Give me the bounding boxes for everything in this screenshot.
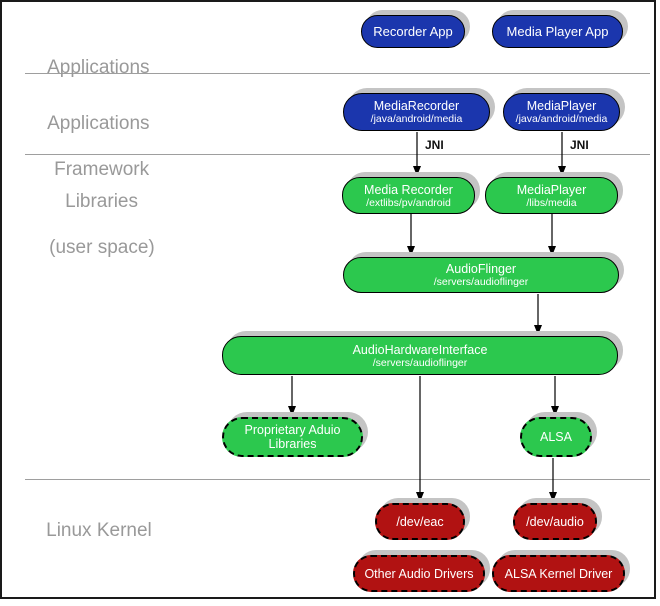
divider-libraries-kernel xyxy=(25,479,650,480)
node-other-audio-drivers-title: Other Audio Drivers xyxy=(364,566,474,581)
jni-label-left: JNI xyxy=(425,138,444,152)
node-audioflinger: AudioFlinger /servers/audioflinger xyxy=(343,257,619,293)
framework-label-line2: Framework xyxy=(54,159,150,180)
node-mediaplayer-library-path: /libs/media xyxy=(526,196,577,209)
node-proprietary-audio-libraries: Proprietary Aduio Libraries xyxy=(222,417,363,457)
node-media-recorder-library: Media Recorder /extlibs/pv/android xyxy=(342,177,475,214)
node-mediarecorder-framework-title: MediaRecorder xyxy=(373,99,460,113)
divider-framework-libraries xyxy=(25,154,650,155)
node-mediarecorder-framework-path: /java/android/media xyxy=(370,113,463,125)
node-proprietary-audio-libraries-title: Proprietary Aduio Libraries xyxy=(244,423,341,451)
node-mediaplayer-library: MediaPlayer /libs/media xyxy=(485,177,618,214)
node-mediaplayer-library-title: MediaPlayer xyxy=(516,182,587,197)
layer-label-applications-framework: Applications Framework xyxy=(27,89,150,204)
framework-label-line1: Applications xyxy=(47,113,150,134)
node-media-recorder-library-title: Media Recorder xyxy=(364,182,453,197)
node-media-player-app: Media Player App xyxy=(492,15,623,48)
node-dev-eac-title: /dev/eac xyxy=(396,514,444,529)
node-audio-hardware-interface-title: AudioHardwareInterface xyxy=(352,342,488,357)
layer-label-applications: Applications xyxy=(27,33,150,102)
node-dev-audio: /dev/audio xyxy=(513,503,597,540)
node-alsa: ALSA xyxy=(520,417,592,457)
libraries-label-line1: Libraries xyxy=(65,191,138,212)
divider-applications-framework xyxy=(25,73,650,74)
node-mediarecorder-framework: MediaRecorder /java/android/media xyxy=(343,93,490,131)
node-audio-hardware-interface-path: /servers/audioflinger xyxy=(372,356,468,369)
layer-label-applications-text: Applications xyxy=(47,57,150,78)
node-mediaplayer-framework-title: MediaPlayer xyxy=(526,99,597,113)
linux-kernel-label-text: Linux Kernel xyxy=(46,520,152,541)
node-audioflinger-path: /servers/audioflinger xyxy=(433,276,529,288)
node-other-audio-drivers: Other Audio Drivers xyxy=(353,555,485,592)
node-alsa-kernel-driver-title: ALSA Kernel Driver xyxy=(504,566,613,581)
node-recorder-app: Recorder App xyxy=(361,15,465,48)
jni-label-right: JNI xyxy=(570,138,589,152)
node-media-recorder-library-path: /extlibs/pv/android xyxy=(366,196,451,209)
layer-label-libraries: Libraries (user space) xyxy=(28,167,155,282)
node-mediaplayer-framework: MediaPlayer /java/android/media xyxy=(503,93,620,131)
layer-label-linux-kernel: Linux Kernel xyxy=(25,496,152,565)
libraries-label-line2: (user space) xyxy=(49,237,155,258)
node-mediaplayer-framework-path: /java/android/media xyxy=(515,113,608,125)
node-alsa-title: ALSA xyxy=(540,430,572,444)
node-recorder-app-title: Recorder App xyxy=(373,23,453,39)
node-audio-hardware-interface: AudioHardwareInterface /servers/audiofli… xyxy=(222,336,618,375)
node-media-player-app-title: Media Player App xyxy=(506,23,609,39)
node-dev-eac: /dev/eac xyxy=(375,503,465,540)
node-alsa-kernel-driver: ALSA Kernel Driver xyxy=(492,555,625,592)
node-dev-audio-title: /dev/audio xyxy=(526,514,584,529)
node-audioflinger-title: AudioFlinger xyxy=(445,262,517,276)
